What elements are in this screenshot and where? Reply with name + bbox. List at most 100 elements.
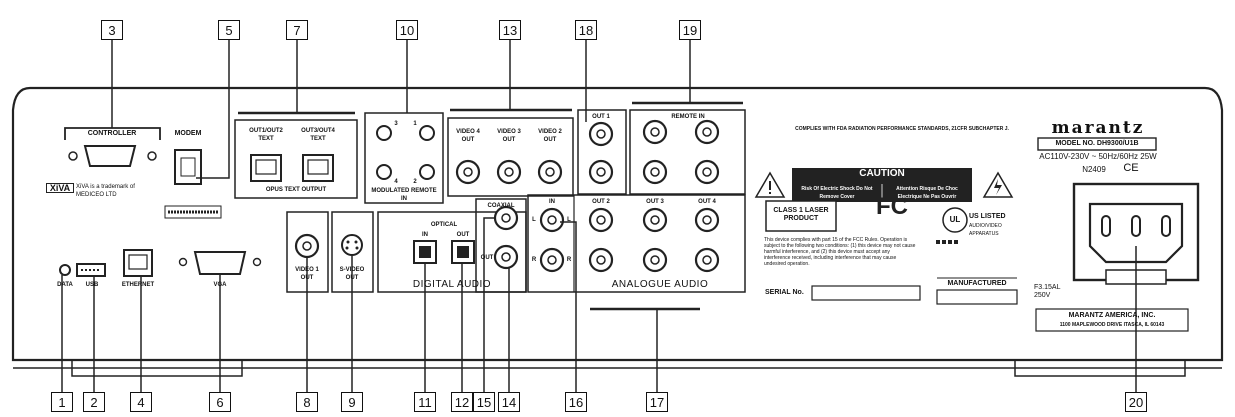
coaxial-label: COAXIAL [487, 203, 515, 209]
fcc-compliance-text: This device complies with part 15 of the… [764, 237, 916, 267]
callout-13: 13 [499, 20, 521, 40]
callout-18: 18 [575, 20, 597, 40]
mod-num-1: 1 [413, 121, 417, 127]
modulated-remote-in-label: MODULATED REMOTE IN [371, 188, 437, 202]
fuse-rating: F3.15AL 250V [1034, 284, 1061, 299]
callout-3: 3 [101, 20, 123, 40]
optical-out-label: OUT [456, 232, 470, 238]
callout-4: 4 [130, 392, 152, 412]
fda-compliance-text: COMPLIES WITH FDA RADIATION PERFORMANCE … [795, 126, 1009, 132]
marantz-america: MARANTZ AMERICA, INC. [1068, 312, 1156, 319]
chassis-outline [11, 86, 1224, 362]
manufactured-box [936, 289, 1018, 305]
address-plate [1035, 308, 1189, 332]
caution-french: Attention Risque De Choc Electrique Ne P… [896, 186, 958, 200]
out3-out4-text-label: OUT3/OUT4 TEXT [301, 128, 335, 142]
video3-out-label: VIDEO 3 OUT [497, 129, 521, 143]
opus-text-output-label: OPUS TEXT OUTPUT [265, 187, 327, 193]
analogue-r-left: R [531, 257, 537, 263]
out2-label: OUT 2 [592, 199, 610, 205]
caution-title: CAUTION [859, 168, 905, 179]
xiva-trademark-note: XiVA is a trademark of MEDICEO LTD [76, 184, 135, 198]
mod-num-3: 3 [394, 121, 398, 127]
analogue-audio-box [527, 194, 746, 293]
mod-num-2: 2 [413, 179, 417, 185]
optical-in-label: IN [422, 232, 428, 238]
modulated-remote-box [364, 112, 444, 204]
serial-box [811, 285, 921, 301]
data-jack [59, 264, 71, 276]
serial-no-label: SERIAL No. [765, 289, 804, 296]
analogue-in-label: IN [549, 199, 555, 205]
caution-banner [792, 168, 972, 182]
video-rca-jacks [455, 159, 563, 185]
ce-mark: CE [1123, 162, 1139, 174]
video4-out-label: VIDEO 4 OUT [456, 129, 480, 143]
vga-label: VGA [213, 282, 227, 288]
ethernet-port [123, 249, 153, 277]
analogue-r-right: R [566, 257, 572, 263]
marantz-address: 1100 MAPLEWOOD DRIVE ITASCA, IL 60143 [1059, 322, 1165, 328]
digital-audio-label: DIGITAL AUDIO [412, 279, 492, 290]
brand-logo: marantz [1051, 118, 1145, 138]
video2-out-label: VIDEO 2 OUT [538, 129, 562, 143]
callout-12: 12 [451, 392, 473, 412]
callout-14: 14 [498, 392, 520, 412]
out1-box [577, 109, 627, 195]
out3-label: OUT 3 [646, 199, 664, 205]
out1-out2-text-label: OUT1/OUT2 TEXT [249, 128, 283, 142]
usb-label: USB [85, 282, 99, 288]
callout-6: 6 [209, 392, 231, 412]
callout-15: 15 [473, 392, 495, 412]
callout-7: 7 [286, 20, 308, 40]
coaxial-out-label: OUT [480, 255, 494, 261]
coaxial-in-jack [493, 205, 519, 231]
out1-label: OUT 1 [592, 114, 610, 120]
callout-16: 16 [565, 392, 587, 412]
analogue-l-right: L [567, 217, 571, 223]
ethernet-label: ETHERNET [121, 282, 155, 288]
callout-11: 11 [414, 392, 436, 412]
xiva-logo: XiVA [46, 183, 74, 193]
n-code: N2409 [1082, 165, 1106, 174]
data-label: DATA [57, 282, 73, 288]
caution-english: Risk Of Electric Shock Do Not Remove Cov… [801, 186, 873, 200]
leader-lines [61, 40, 1137, 392]
video1-out-label: VIDEO 1 OUT [295, 267, 319, 281]
model-plate [1037, 137, 1157, 151]
remote-in-box [629, 109, 746, 195]
controller-label: CONTROLLER [87, 130, 137, 137]
serial-port [83, 145, 137, 167]
ul-logo-icon [942, 207, 968, 233]
video-out-box [447, 117, 574, 197]
analogue-l-left: L [532, 217, 536, 223]
callout-5: 5 [218, 20, 240, 40]
opus-text-box [234, 119, 358, 199]
foot-right [1014, 359, 1186, 377]
optical-label: OPTICAL [430, 222, 458, 228]
fc-logo-icon: FC [876, 193, 908, 220]
modem-jack [174, 149, 202, 185]
remote-in-label: REMOTE IN [671, 114, 705, 120]
model-number: MODEL NO. DH9300/U1B [1055, 140, 1139, 147]
analogue-audio-label: ANALOGUE AUDIO [611, 279, 709, 290]
modem-label: MODEM [174, 130, 202, 137]
class1-laser-text: CLASS 1 LASER PRODUCT [773, 207, 829, 222]
callout-9: 9 [341, 392, 363, 412]
out4-label: OUT 4 [698, 199, 716, 205]
class1-label [765, 200, 837, 232]
manufactured-label: MANUFACTURED [947, 280, 1007, 287]
analogue-rca-jacks [539, 207, 720, 273]
vga-port [193, 251, 247, 275]
coaxial-out-jack [493, 244, 519, 270]
svideo-out-label: S-VIDEO OUT [339, 267, 365, 281]
us-listed-label: US LISTED [969, 213, 1006, 220]
callout-1: 1 [51, 392, 73, 412]
callout-2: 2 [83, 392, 105, 412]
callout-8: 8 [296, 392, 318, 412]
callout-10: 10 [396, 20, 418, 40]
power-rating: AC110V-230V ~ 50Hz/60Hz 25W [1039, 152, 1157, 161]
mod-num-4: 4 [394, 179, 398, 185]
